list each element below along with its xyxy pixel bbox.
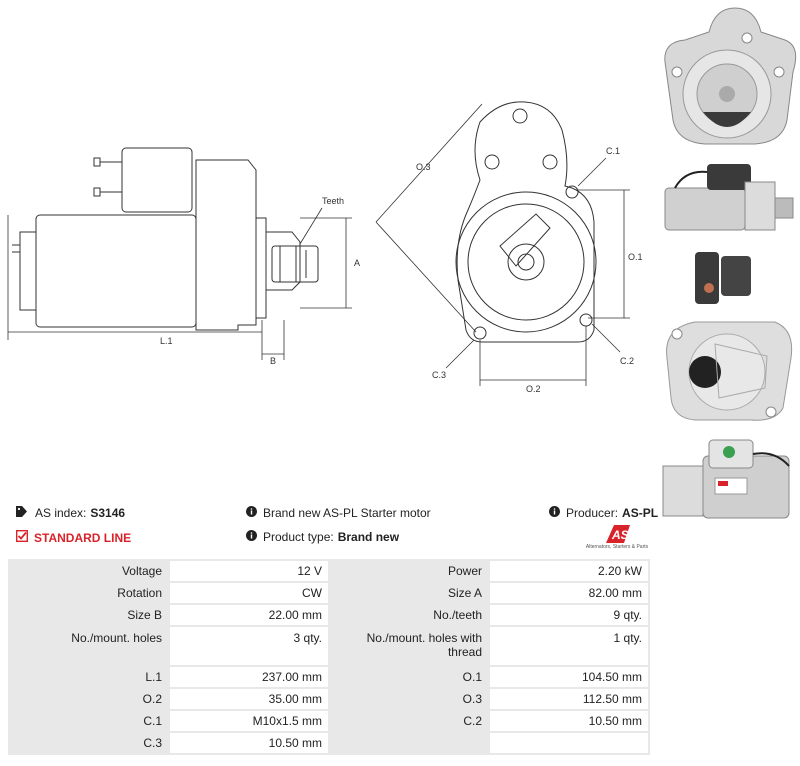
product-type-label: Product type: — [263, 530, 334, 544]
spec-label: C.3 — [10, 733, 168, 753]
spec-label: O.2 — [10, 689, 168, 709]
spec-label: No./mount. holes — [10, 627, 168, 665]
table-row: Size B 22.00 mm No./teeth 9 qty. — [10, 605, 648, 625]
spec-value: 1 qty. — [490, 627, 648, 665]
spec-label: O.3 — [330, 689, 488, 709]
spec-value: 112.50 mm — [490, 689, 648, 709]
label-c3: C.3 — [432, 370, 446, 380]
spec-label: Power — [330, 561, 488, 581]
brand-logo: AS Alternators, Starters & Parts — [582, 525, 652, 553]
photo-front-view[interactable] — [655, 2, 800, 152]
spec-value — [490, 733, 648, 753]
spec-value: 9 qty. — [490, 605, 648, 625]
logo-tagline: Alternators, Starters & Parts — [585, 544, 649, 550]
label-teeth: Teeth — [322, 196, 344, 206]
tag-icon — [16, 506, 29, 520]
description-row: Brand new AS-PL Starter motor — [246, 506, 431, 520]
spec-label: Size A — [330, 583, 488, 603]
info-icon — [549, 506, 560, 520]
spec-table: Voltage 12 V Power 2.20 kW Rotation CW S… — [8, 559, 650, 755]
product-photos — [655, 0, 800, 530]
product-type-value: Brand new — [337, 530, 400, 544]
spec-value: 10.50 mm — [490, 711, 648, 731]
label-c2: C.2 — [620, 356, 634, 366]
label-o3: O.3 — [416, 162, 431, 172]
label-c1: C.1 — [606, 146, 620, 156]
table-row: Rotation CW Size A 82.00 mm — [10, 583, 648, 603]
label-o1: O.1 — [628, 252, 643, 262]
standard-line-row: STANDARD LINE — [15, 529, 132, 545]
table-row: Voltage 12 V Power 2.20 kW — [10, 561, 648, 581]
spec-value: 3 qty. — [170, 627, 328, 665]
table-row: No./mount. holes 3 qty. No./mount. holes… — [10, 627, 648, 665]
label-a: A — [354, 258, 360, 268]
spec-label: C.1 — [10, 711, 168, 731]
standard-line-label: STANDARD LINE — [34, 530, 132, 545]
spec-label: No./teeth — [330, 605, 488, 625]
product-type-row: Product type: Brand new — [246, 530, 399, 544]
end-view-drawing — [455, 101, 597, 343]
table-row: O.2 35.00 mm O.3 112.50 mm — [10, 689, 648, 709]
spec-value: M10x1.5 mm — [170, 711, 328, 731]
info-icon — [246, 506, 257, 520]
producer-label: Producer: — [566, 506, 619, 520]
spec-label: Size B — [10, 605, 168, 625]
technical-drawings: Teeth A B L.1 C.1 C.2 C.3 O.1 O.2 O.3 — [7, 101, 643, 394]
table-row: C.3 10.50 mm — [10, 733, 648, 753]
side-view-drawing — [12, 147, 319, 331]
info-icon — [246, 530, 257, 544]
label-o2: O.2 — [526, 384, 541, 394]
checkbox-icon — [15, 529, 29, 545]
label-l1: L.1 — [160, 336, 173, 346]
drawing-canvas: Teeth A B L.1 C.1 C.2 C.3 O.1 O.2 O.3 — [7, 101, 643, 394]
spec-value: 82.00 mm — [490, 583, 648, 603]
description-text: Brand new AS-PL Starter motor — [263, 506, 431, 520]
producer-value: AS-PL — [622, 506, 659, 520]
table-row: L.1 237.00 mm O.1 104.50 mm — [10, 667, 648, 687]
table-row: C.1 M10x1.5 mm C.2 10.50 mm — [10, 711, 648, 731]
spec-value: 12 V — [170, 561, 328, 581]
spec-label — [330, 733, 488, 753]
spec-label: Rotation — [10, 583, 168, 603]
producer-row: Producer: AS-PL — [549, 506, 658, 520]
spec-value: 35.00 mm — [170, 689, 328, 709]
svg-text:AS: AS — [611, 528, 629, 542]
spec-label: L.1 — [10, 667, 168, 687]
spec-value: 10.50 mm — [170, 733, 328, 753]
spec-label: Voltage — [10, 561, 168, 581]
spec-value: 22.00 mm — [170, 605, 328, 625]
photo-side-view[interactable] — [655, 158, 800, 238]
photo-rear-view[interactable] — [655, 436, 800, 526]
spec-label: No./mount. holes with thread — [330, 627, 488, 665]
as-index-row: AS index: S3146 — [16, 506, 125, 520]
spec-value: 104.50 mm — [490, 667, 648, 687]
spec-value: 237.00 mm — [170, 667, 328, 687]
spec-label: O.1 — [330, 667, 488, 687]
as-index-value: S3146 — [90, 506, 126, 520]
as-logo-mark: AS — [606, 525, 630, 543]
photo-end-view[interactable] — [655, 248, 800, 426]
label-b: B — [270, 356, 276, 366]
spec-value: 2.20 kW — [490, 561, 648, 581]
as-index-label: AS index: — [35, 506, 87, 520]
spec-label: C.2 — [330, 711, 488, 731]
spec-value: CW — [170, 583, 328, 603]
